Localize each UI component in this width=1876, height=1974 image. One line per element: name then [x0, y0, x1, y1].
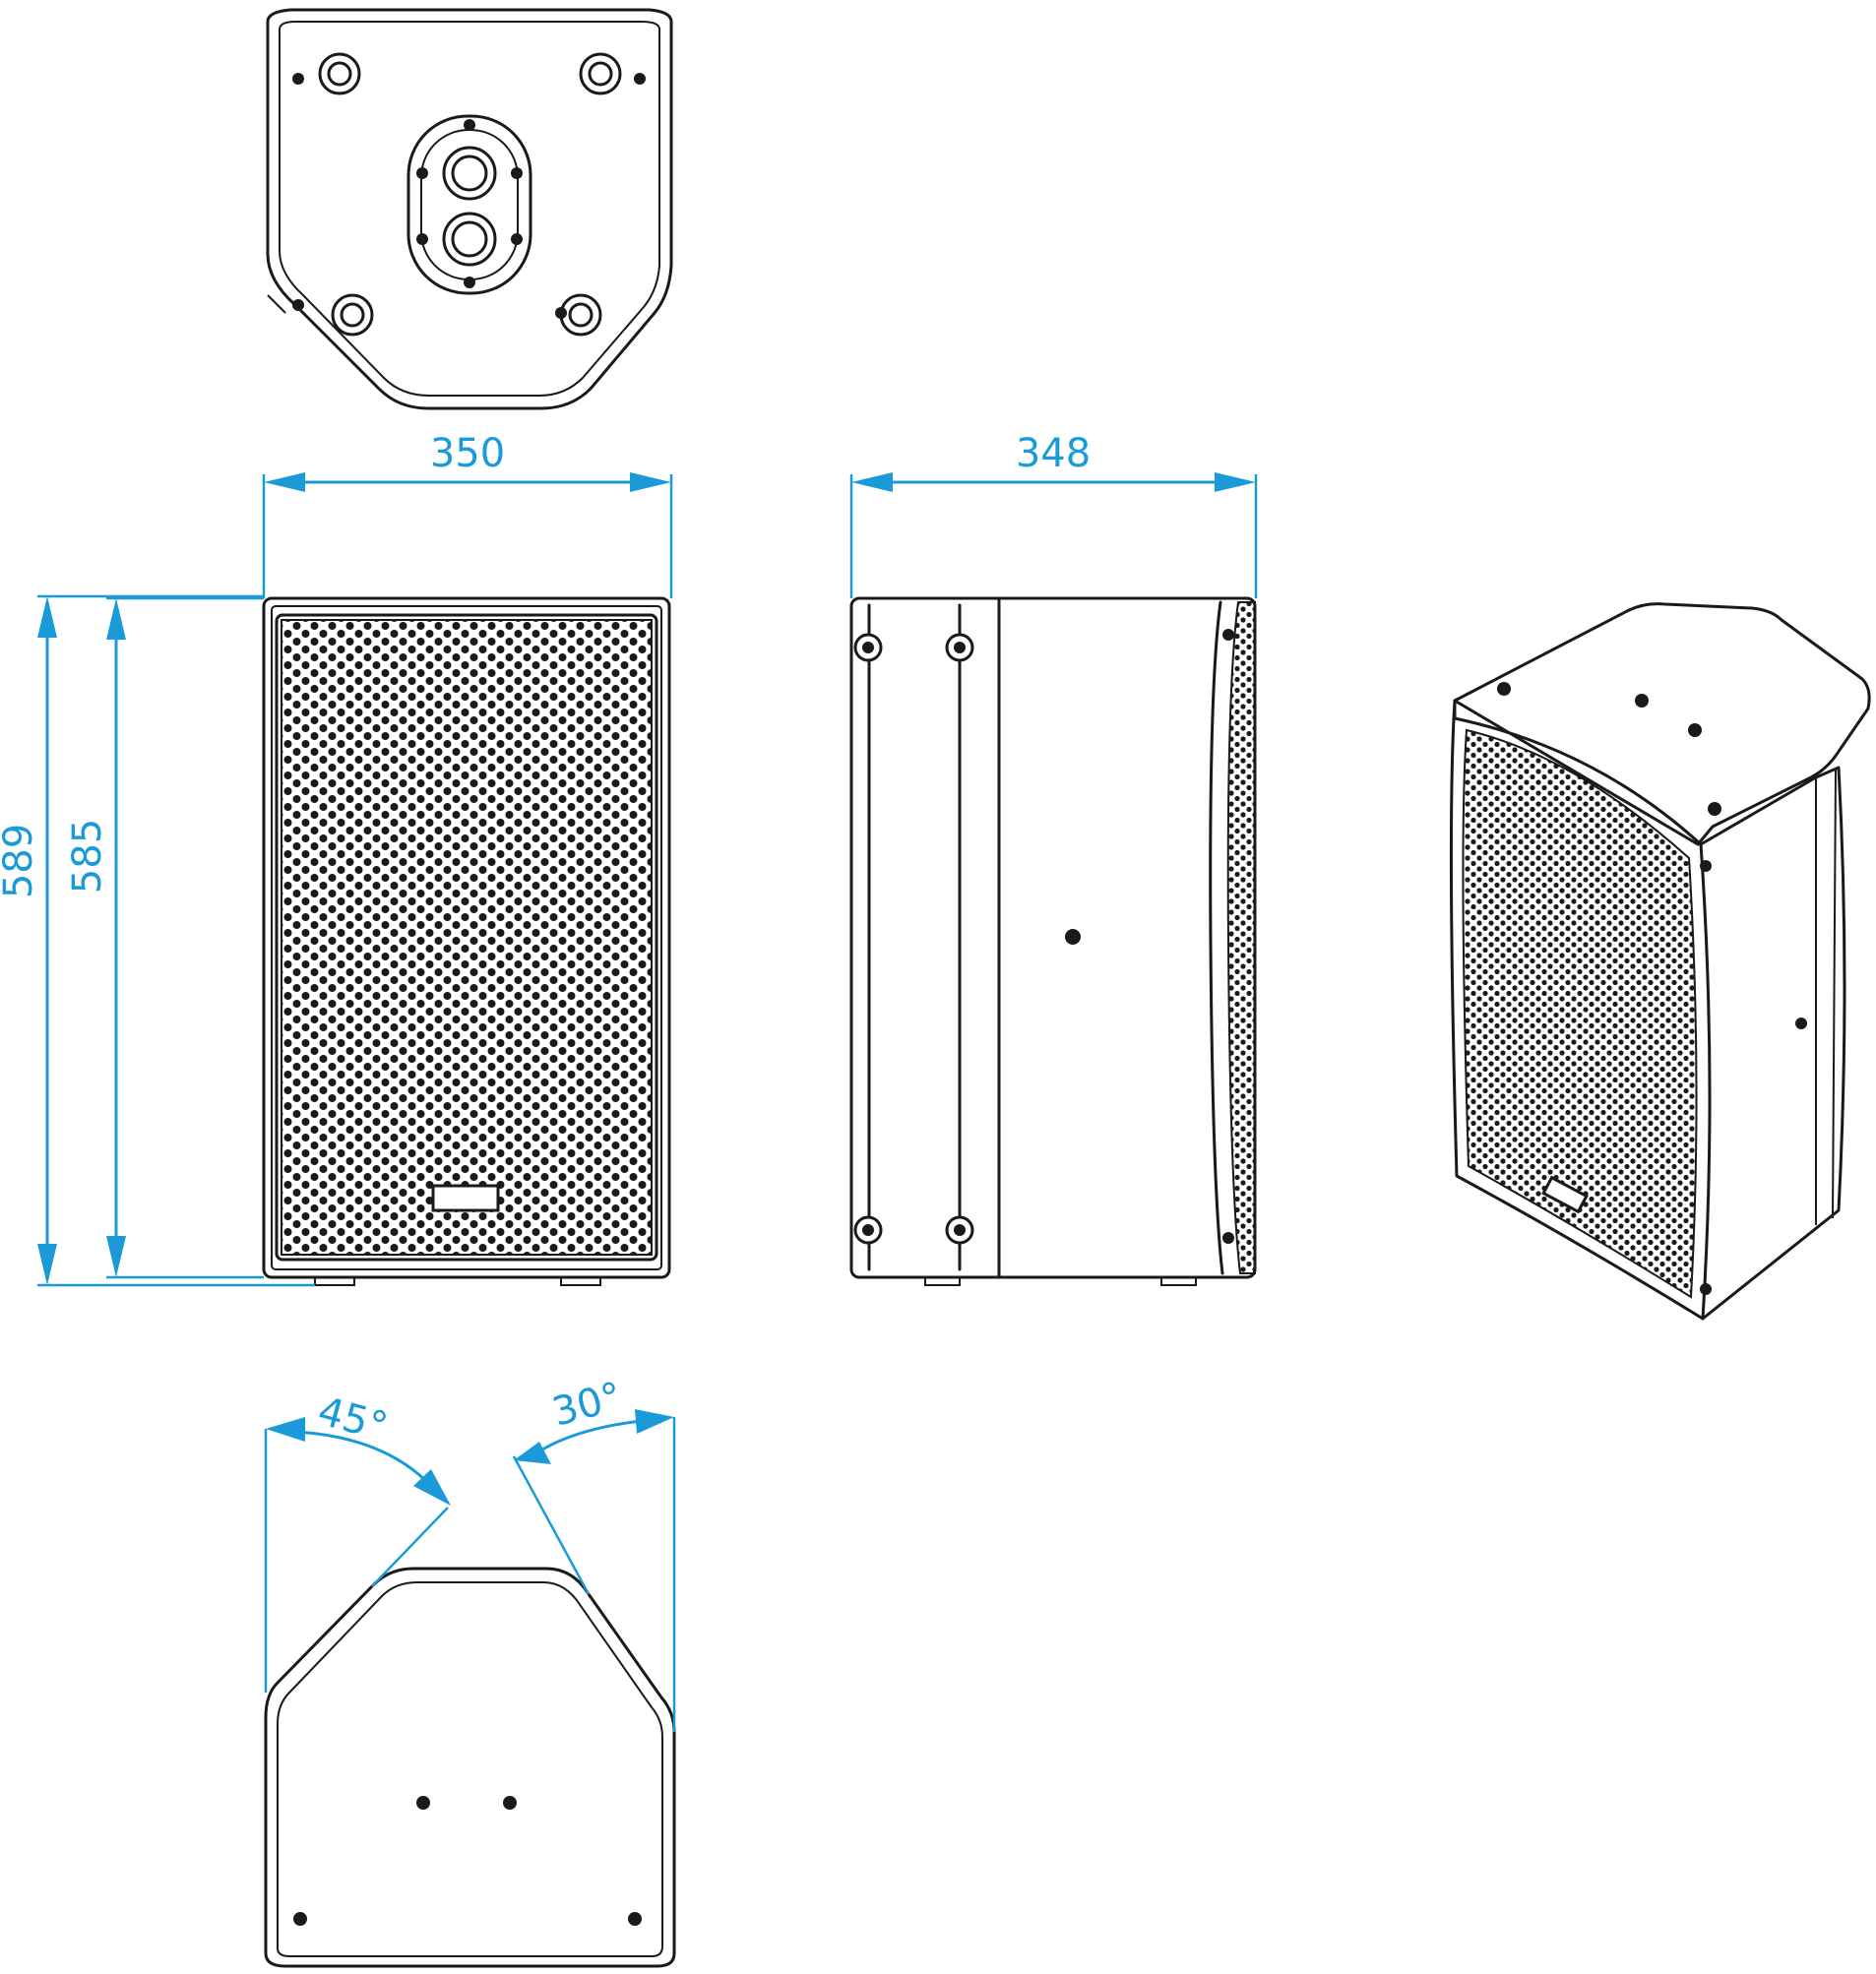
- dimension-angle-right: [512, 1409, 676, 1732]
- dimension-height-cabinet: [106, 596, 264, 1279]
- front-view: [262, 596, 671, 1286]
- label-height-cabinet: 585: [65, 819, 110, 894]
- mount-bolt-icon: [292, 52, 646, 337]
- mount-bolt-icon: [293, 1796, 642, 1926]
- bottom-view: [264, 1567, 676, 1968]
- dimension-depth: [849, 472, 1258, 598]
- logo-badge: [431, 1184, 500, 1212]
- logo-badge: [1541, 1175, 1589, 1214]
- label-depth: 348: [1016, 431, 1091, 476]
- label-height-overall: 589: [0, 824, 41, 898]
- dimension-height-overall: [37, 594, 315, 1287]
- side-view: [849, 596, 1257, 1286]
- iso-bolt-icon: [1497, 682, 1807, 1295]
- label-width: 350: [430, 431, 505, 476]
- top-view: [266, 8, 673, 410]
- handle-bolt-icon: [853, 629, 1234, 1245]
- label-angle-left: 45°: [313, 1388, 392, 1450]
- isometric-view: [1449, 602, 1871, 1321]
- dimension-width: [262, 472, 673, 598]
- dimension-angle-left: [264, 1417, 451, 1693]
- pole-mount-plate: [406, 114, 532, 295]
